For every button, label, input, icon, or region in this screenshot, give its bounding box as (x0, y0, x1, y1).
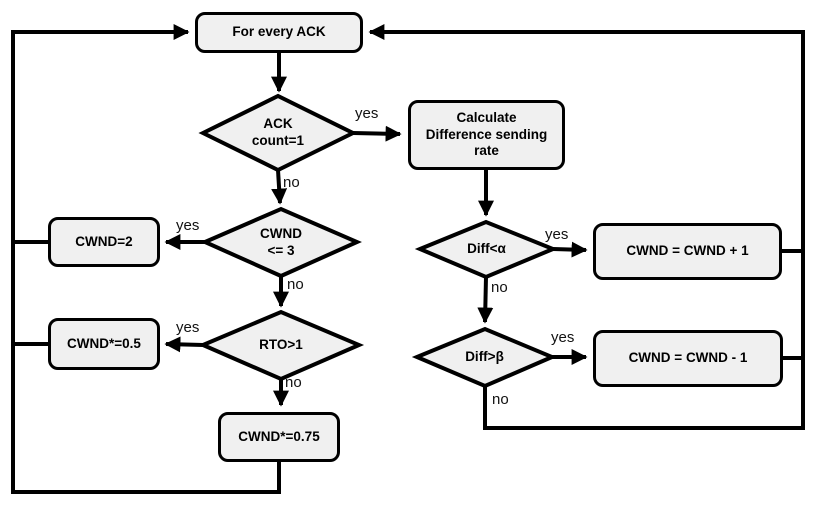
edge-ack-count-no (271, 169, 288, 205)
node-cwnd-x-05-label: CWND*=0.5 (67, 335, 141, 351)
node-cwnd-x-075: CWND*=0.75 (218, 412, 340, 462)
node-calculate-difference-label: Calculate Difference sending rate (425, 109, 548, 159)
node-calculate-difference: Calculate Difference sending rate (408, 100, 565, 170)
edge-label-ack-count-no: no (283, 174, 300, 191)
edge-rto-gt-1-yes (164, 336, 204, 353)
node-cwnd-x-05: CWND*=0.5 (48, 318, 160, 370)
edge-ack-count-yes (352, 125, 402, 142)
edge-label-cwnd-le-3-no: no (287, 276, 304, 293)
edge-diff-alpha-yes (552, 241, 588, 258)
edge-left-loop-to-start (11, 24, 281, 494)
node-cwnd-minus-1: CWND = CWND - 1 (593, 330, 783, 387)
decision-diff-lt-alpha-shape (414, 219, 559, 280)
node-cwnd-plus-1-label: CWND = CWND + 1 (626, 243, 749, 259)
edge-diff-alpha-no (477, 276, 494, 324)
edge-label-diff-beta-no: no (492, 391, 509, 408)
node-cwnd-x-075-label: CWND*=0.75 (238, 428, 320, 444)
edge-label-diff-beta-yes: yes (551, 329, 575, 346)
decision-diff-gt-beta-shape (411, 326, 558, 389)
decision-rto-gt-1-shape (197, 309, 365, 382)
node-cwnd-minus-1-label: CWND = CWND - 1 (628, 350, 748, 366)
node-cwnd-plus-1: CWND = CWND + 1 (593, 223, 782, 280)
edge-label-diff-alpha-yes: yes (545, 226, 569, 243)
edge-label-ack-count-yes: yes (355, 105, 379, 122)
edge-label-rto-gt-1-no: no (285, 374, 302, 391)
node-for-every-ack-label: For every ACK (232, 24, 326, 40)
edge-label-diff-alpha-no: no (491, 279, 508, 296)
node-cwnd-eq-2: CWND=2 (48, 217, 160, 267)
edge-right-loop-to-start (368, 24, 805, 430)
edge-label-rto-gt-1-yes: yes (176, 319, 200, 336)
edge-label-cwnd-le-3-yes: yes (176, 217, 200, 234)
decision-cwnd-le-3-shape (200, 206, 362, 279)
decision-ack-count-shape (198, 93, 358, 173)
node-cwnd-eq-2-label: CWND=2 (75, 233, 133, 249)
node-for-every-ack: For every ACK (195, 12, 363, 53)
